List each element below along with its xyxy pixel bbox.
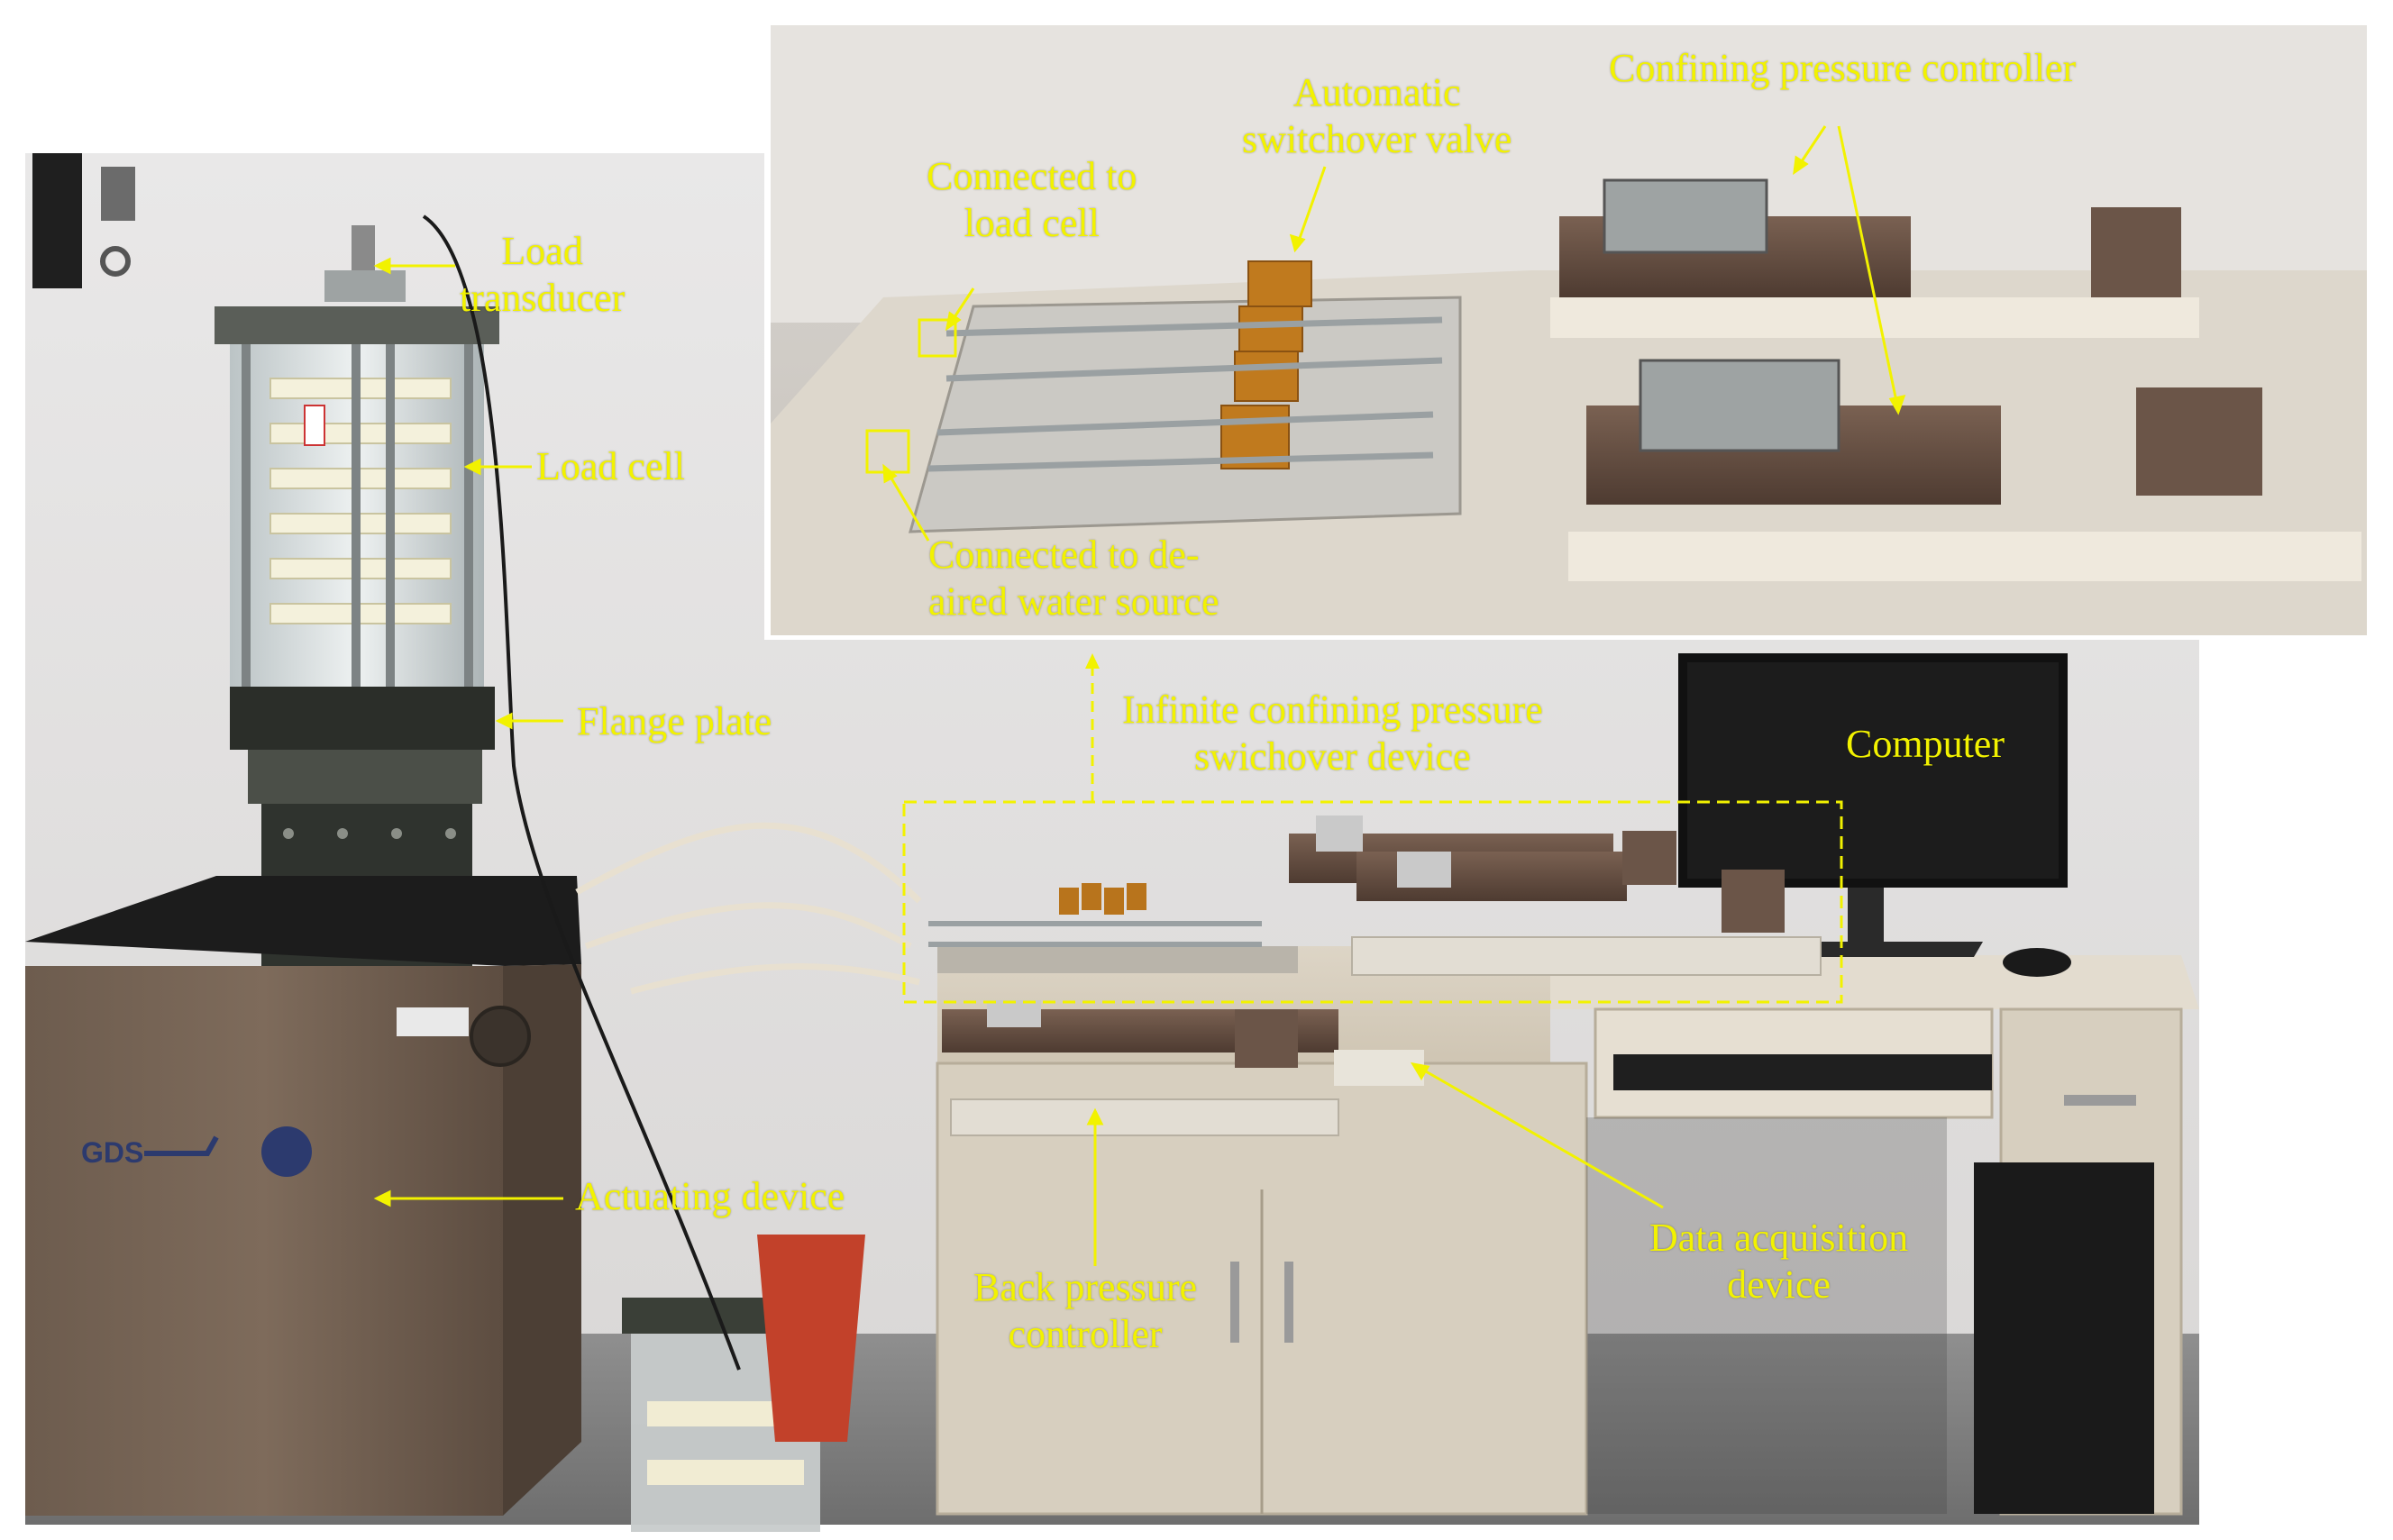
label-deaired-water: Connected to de- aired water source [928,533,1219,624]
label-connected-load-cell: Connected to load cell [927,154,1137,245]
label-infinite-device: Infinite confining pressure swichover de… [1122,688,1543,779]
hook [100,246,131,277]
desk-controllers [928,816,1822,1136]
hook-block [101,167,135,221]
infinite-device-highlight [902,800,1843,1004]
gds-logo: GDS [81,1136,143,1169]
wall-bracket [32,153,82,288]
label-actuating-device: Actuating device [575,1174,845,1218]
label-load-cell: Load cell [536,444,685,488]
label-auto-valve: Automatic switchover valve [1242,70,1512,161]
label-data-acquisition: Data acquisition device [1649,1216,1909,1307]
label-load-transducer: Load transducer [460,229,626,320]
annotation-arrows [373,125,1906,1266]
actuating-device: GDS [25,876,581,1516]
red-bucket [757,1235,865,1442]
label-computer: Computer [1846,722,2005,766]
desk [936,946,2199,1516]
label-confining-controller: Confining pressure controller [1609,46,2077,90]
label-flange-plate: Flange plate [577,699,772,743]
label-back-pressure: Back pressure controller [973,1265,1198,1356]
inset-photo [764,20,2372,640]
